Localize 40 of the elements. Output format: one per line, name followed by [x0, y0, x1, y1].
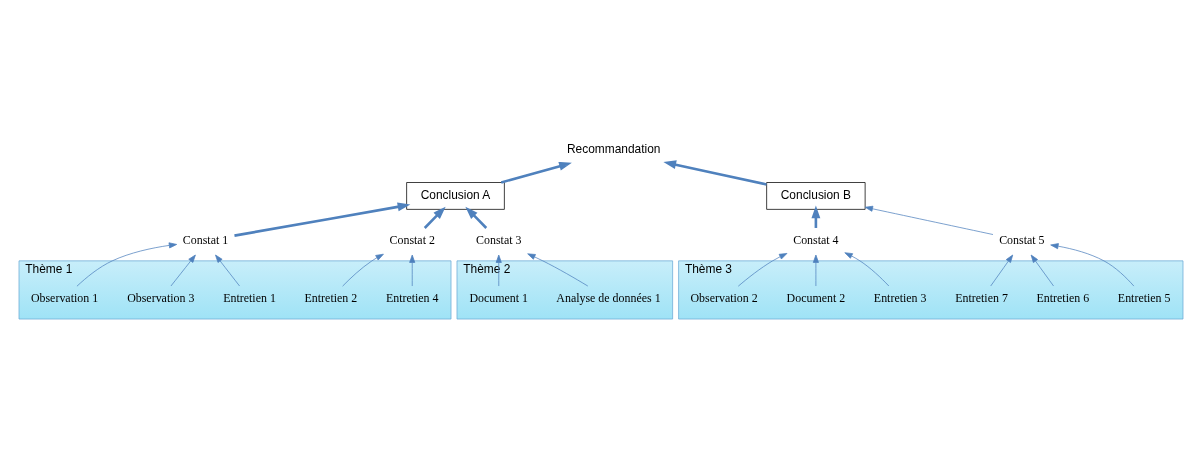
node-box: Conclusion B [766, 181, 866, 210]
arrow [500, 161, 572, 184]
node-text: Document 1 [469, 290, 529, 305]
arrow [844, 251, 890, 286]
node-text: Entretien 6 [1036, 290, 1090, 305]
node-text: Constat 1 [182, 232, 229, 247]
arrow [170, 254, 196, 286]
arrow [990, 254, 1014, 286]
arrow [234, 201, 411, 237]
node-text: Observation 2 [690, 290, 758, 305]
node-text: Constat 5 [999, 232, 1045, 247]
arrow [423, 206, 446, 229]
node-text: Constat 2 [389, 232, 435, 247]
arrow [812, 254, 819, 286]
node-text: Entretien 2 [304, 290, 358, 305]
node-text: Entretien 1 [223, 290, 276, 305]
arrow [409, 254, 416, 286]
node-text: Recommandation [566, 141, 661, 156]
arrow [465, 206, 488, 229]
node-text: Document 2 [786, 290, 846, 305]
arrow [76, 241, 178, 287]
node-text: Constat 3 [476, 232, 522, 247]
node-text: Entretien 7 [955, 290, 1008, 305]
arrow [495, 254, 502, 286]
arrow [663, 159, 767, 186]
node-text: Entretien 3 [873, 290, 927, 305]
arrow [215, 254, 240, 286]
node-text: Entretien 5 [1117, 290, 1171, 305]
arrow [527, 252, 589, 286]
node-box: Conclusion A [406, 181, 505, 210]
arrow [342, 253, 384, 287]
node-text: Constat 4 [793, 232, 839, 247]
arrow [1050, 242, 1135, 286]
node-text: Observation 1 [30, 290, 99, 305]
arrow [1030, 254, 1054, 286]
node-text: Entretien 4 [385, 290, 439, 305]
arrow [737, 252, 788, 287]
node-text: Analyse de données 1 [556, 290, 661, 305]
arrow [864, 205, 994, 235]
node-text: Observation 3 [127, 290, 195, 305]
